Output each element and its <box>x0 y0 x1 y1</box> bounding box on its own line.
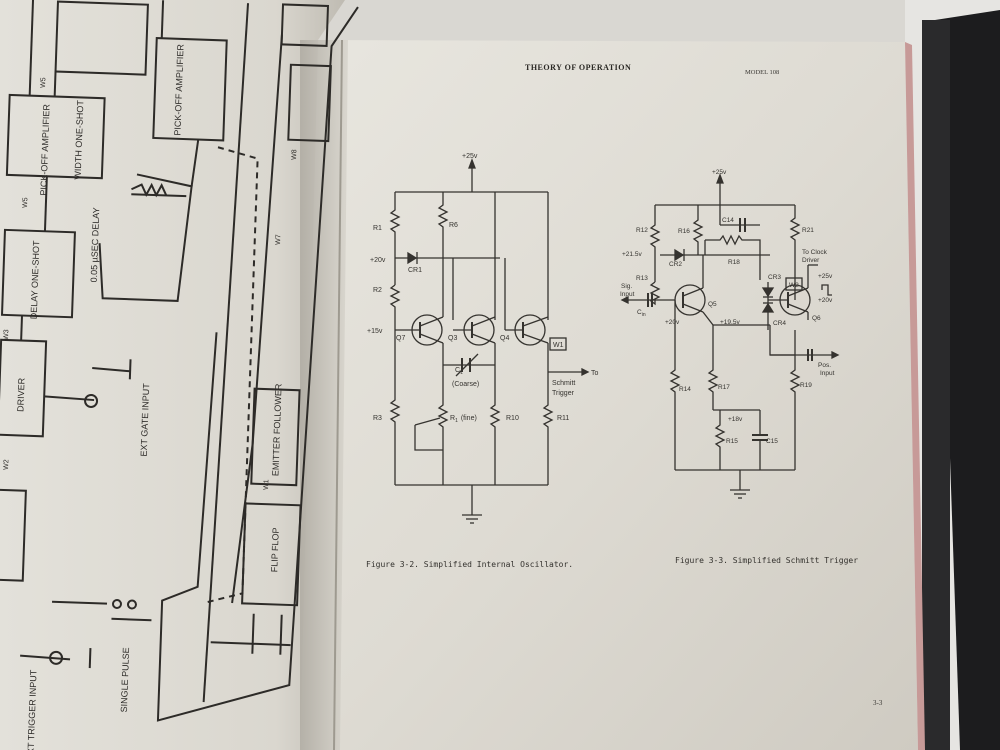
figure-3-3-circuit <box>620 173 840 499</box>
fig33-r14-label: R14 <box>679 386 691 393</box>
fig32-output-dest-1: Schmitt <box>552 380 575 387</box>
fig32-output-to: To <box>591 370 599 377</box>
test-point-w7: W7 <box>275 234 282 245</box>
fig33-pos-input-1: Pos. <box>818 362 831 369</box>
fig32-r6-label: R6 <box>449 222 458 229</box>
fig33-r18-label: R18 <box>728 259 740 266</box>
block-driver: DRIVER <box>15 377 26 412</box>
fig33-pos-input-2: Input <box>820 370 835 377</box>
fig32-pot-label: R1(fine) <box>450 415 477 424</box>
block-delay-one-shot: DELAY ONE-SHOT <box>29 240 42 319</box>
fig33-sig-input-2: Input <box>620 291 635 298</box>
page-header-title: THEORY OF OPERATION <box>525 63 631 72</box>
fig32-v15-label: +15v <box>367 328 383 335</box>
block-width-one-shot: WIDTH ONE-SHOT <box>73 100 86 180</box>
test-point-w8: W8 <box>291 149 298 160</box>
fig33-r13-label: R13 <box>636 275 648 282</box>
fig32-r3-label: R3 <box>373 415 382 422</box>
fig33-cr3-label: CR3 <box>768 274 781 281</box>
label-ext-gate-input: EXT GATE INPUT <box>139 383 152 457</box>
block-flip-flop: FLIP FLOP <box>269 527 281 572</box>
test-point-w2: W2 <box>3 459 10 470</box>
figure-3-3-caption: Figure 3-3. Simplified Schmitt Trigger <box>675 556 858 565</box>
fig32-w1-label: W1 <box>553 342 564 349</box>
fig33-w2-label: W2 <box>789 282 799 289</box>
fig33-r16-label: R16 <box>678 228 690 235</box>
fig33-r19-label: R19 <box>800 382 812 389</box>
fig33-r21-label: R21 <box>802 227 814 234</box>
test-point-w3: W3 <box>3 329 10 340</box>
fig33-q6-label: Q6 <box>812 315 821 322</box>
fig32-supply-label: +25v <box>462 153 478 160</box>
fig32-r1-label: R1 <box>373 225 382 232</box>
fig33-v20-out: +20v <box>818 297 833 304</box>
fig33-q5-label: Q5 <box>708 301 717 308</box>
fig33-v25-out: +25v <box>818 273 833 280</box>
figure-3-2-caption: Figure 3-2. Simplified Internal Oscillat… <box>366 560 573 569</box>
label-delay: 0.05 µSEC DELAY <box>89 207 102 282</box>
dark-object <box>935 10 1000 750</box>
label-single-pulse: SINGLE PULSE <box>119 647 131 712</box>
fig33-clock-2: Driver <box>802 257 820 264</box>
fig33-v21-label: +21.5v <box>622 251 642 258</box>
page-number: 3-3 <box>873 699 883 707</box>
fig33-sig-input-1: Sig. <box>621 283 632 290</box>
fig32-q7-label: Q7 <box>396 335 405 342</box>
fig33-cin-label: Cin <box>637 309 646 318</box>
test-point-w5-b: W5 <box>22 197 29 208</box>
fig33-c15-label: C15 <box>766 438 778 445</box>
fig33-r15-label: R15 <box>726 438 738 445</box>
test-point-w1: W1 <box>263 479 270 490</box>
fig32-output-dest-2: Trigger <box>552 390 575 397</box>
fig32-v20-label: +20v <box>370 257 386 264</box>
fig33-v20-label: +20v <box>665 319 680 326</box>
fig33-c14-label: C14 <box>722 217 734 224</box>
test-point-w5-a: W5 <box>40 77 47 88</box>
fig32-r10-label: R10 <box>506 415 519 422</box>
fig32-r11-label: R11 <box>557 415 569 422</box>
fig32-cap-label: C1 <box>455 367 463 376</box>
fig32-q4-label: Q4 <box>500 335 509 342</box>
label-ext-trigger-input: EXT TRIGGER INPUT <box>25 669 38 750</box>
fig33-v18-label: +18v <box>728 416 743 423</box>
block-pick-off-amplifier-2: PICK-OFF AMPLIFIER <box>172 43 185 135</box>
left-page <box>0 0 345 750</box>
fig32-cap-note: (Coarse) <box>452 381 479 388</box>
block-emitter-follower: EMITTER FOLLOWER <box>270 383 283 476</box>
fig32-q3-label: Q3 <box>448 335 457 342</box>
fig32-r2-label: R2 <box>373 287 382 294</box>
fig32-cr1-label: CR1 <box>408 267 422 274</box>
fig33-v195-label: +19.5v <box>720 319 740 326</box>
fig33-supply-label: +25v <box>712 169 727 176</box>
fig33-r17-label: R17 <box>718 384 730 391</box>
page-header-model: MODEL 108 <box>745 69 779 76</box>
figure-3-2-circuit <box>389 158 590 524</box>
fig33-r12-label: R12 <box>636 227 648 234</box>
right-page <box>300 40 918 750</box>
fig33-cr4-label: CR4 <box>773 320 786 327</box>
block-diagram <box>0 0 359 722</box>
block-pick-off-amplifier-1: PICK-OFF AMPLIFIER <box>38 103 51 195</box>
fig33-cr2-label: CR2 <box>669 261 682 268</box>
fig33-clock-1: To Clock <box>802 249 828 256</box>
